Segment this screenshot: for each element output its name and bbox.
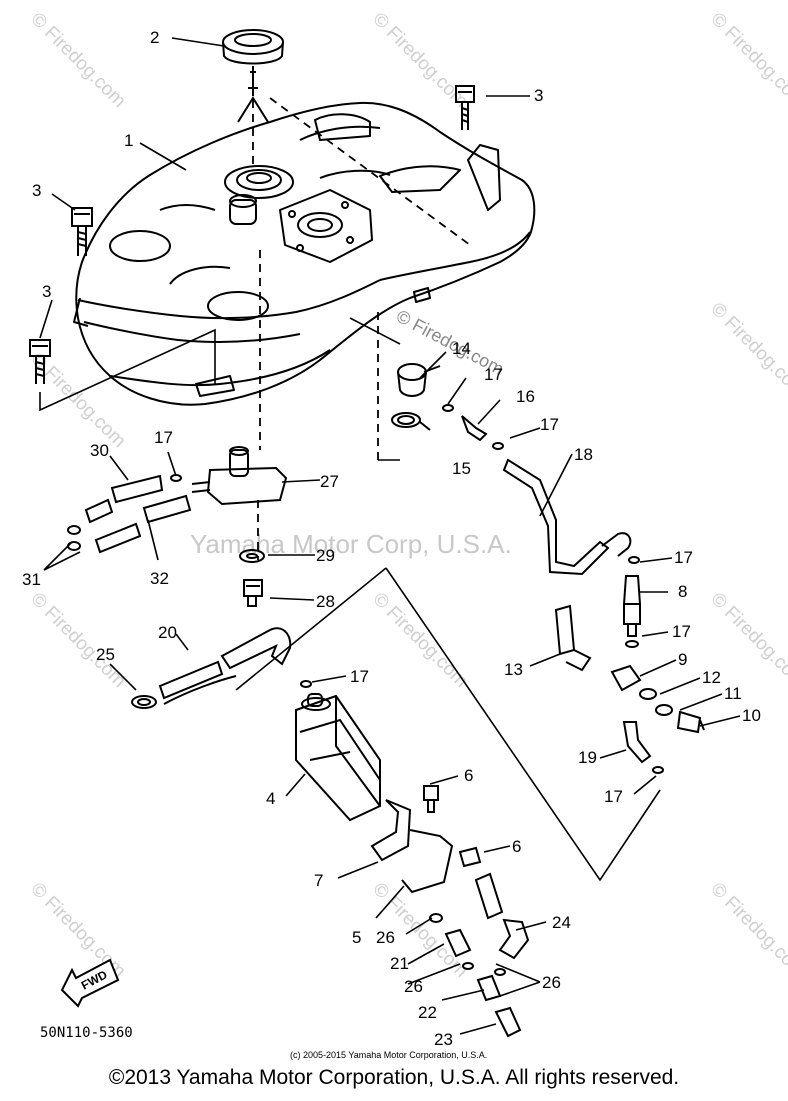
part-label-17: 17 — [154, 428, 173, 447]
part-label-9: 9 — [678, 650, 687, 669]
vent-hoses — [429, 872, 530, 1038]
part-label-17: 17 — [674, 548, 693, 567]
part-label-12: 12 — [702, 668, 721, 687]
part-label-11: 11 — [724, 684, 742, 703]
part-label-28: 28 — [316, 592, 335, 611]
watermark-center: Yamaha Motor Corp, U.S.A. — [190, 529, 512, 559]
part-label-14: 14 — [452, 339, 471, 358]
part-label-5: 5 — [352, 928, 361, 947]
part-label-20: 20 — [158, 623, 177, 642]
part-label-6: 6 — [512, 837, 521, 856]
part-label-30: 30 — [90, 441, 109, 460]
part-label-19: 19 — [578, 748, 597, 767]
watermark-text: © Firedog.com — [706, 9, 788, 112]
part-label-21: 21 — [390, 954, 409, 973]
part-label-17: 17 — [484, 365, 503, 384]
part-label-15: 15 — [452, 459, 471, 478]
footer-copyright: ©2013 Yamaha Motor Corporation, U.S.A. A… — [108, 1066, 680, 1089]
small-copyright: (c) 2005-2015 Yamaha Motor Corporation, … — [290, 1050, 487, 1060]
part-labels: 1 2 3 3 3 14 17 16 17 18 15 30 17 27 29 … — [22, 28, 761, 1049]
fuel-cock — [191, 446, 288, 607]
watermark-text: © Firedog.com — [26, 879, 129, 982]
part-label-26: 26 — [542, 973, 561, 992]
part-label-2: 2 — [150, 28, 159, 47]
part-label-17: 17 — [604, 787, 623, 806]
canister-bracket — [370, 785, 482, 894]
fuel-hoses — [67, 474, 192, 554]
charcoal-canister — [295, 693, 381, 822]
part-label-3: 3 — [42, 282, 51, 301]
forward-arrow-icon: FWD — [60, 958, 120, 1008]
part-label-10: 10 — [742, 706, 761, 725]
part-label-8: 8 — [678, 582, 687, 601]
vent-line-parts — [391, 363, 705, 774]
part-label-26: 26 — [376, 928, 395, 947]
part-label-13: 13 — [504, 660, 523, 679]
part-label-22: 22 — [418, 1003, 437, 1022]
watermark-text: © Firedog.com — [706, 879, 788, 982]
diagram-code: 50N110-5360 — [40, 1025, 133, 1041]
fuel-cap — [222, 29, 284, 123]
part-label-26: 26 — [404, 977, 423, 996]
part-label-27: 27 — [320, 472, 339, 491]
part-label-32: 32 — [150, 569, 169, 588]
part-label-3: 3 — [32, 181, 41, 200]
part-label-17: 17 — [540, 415, 559, 434]
part-label-24: 24 — [552, 913, 571, 932]
watermark-text: © Firedog.com — [706, 299, 788, 402]
part-label-1: 1 — [124, 131, 133, 150]
part-label-6: 6 — [464, 766, 473, 785]
breather-hose — [131, 627, 312, 709]
part-label-29: 29 — [316, 546, 335, 565]
fuel-tank — [73, 101, 536, 406]
part-label-17: 17 — [350, 667, 369, 686]
part-label-23: 23 — [434, 1030, 453, 1049]
part-label-3: 3 — [534, 86, 543, 105]
part-label-31: 31 — [22, 570, 41, 589]
watermark-text: © Firedog.com — [26, 589, 129, 692]
leader-lines — [39, 37, 741, 1035]
part-label-18: 18 — [574, 445, 593, 464]
bolt-parts — [29, 85, 475, 384]
part-label-7: 7 — [314, 871, 323, 890]
part-label-25: 25 — [96, 645, 115, 664]
watermark-text: © Firedog.com — [26, 9, 129, 112]
part-label-17: 17 — [672, 622, 691, 641]
watermark-text: © Firedog.com — [368, 589, 471, 692]
part-label-4: 4 — [266, 789, 275, 808]
part-label-16: 16 — [516, 387, 535, 406]
